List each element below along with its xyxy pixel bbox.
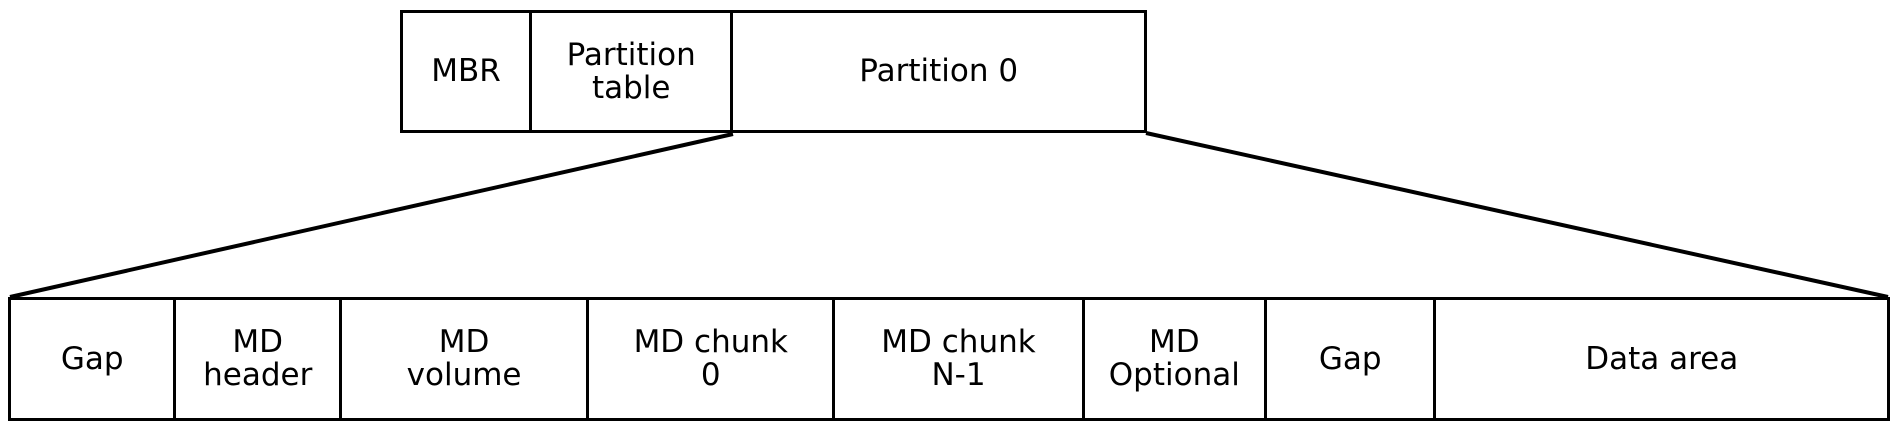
cell-md-volume: MD volume: [341, 300, 590, 418]
cell-md-optional: MD Optional: [1084, 300, 1268, 418]
expansion-line-right: [1145, 131, 1889, 299]
cell-data-area: Data area: [1436, 300, 1887, 418]
disk-layout-row: MBR Partition table Partition 0: [400, 10, 1147, 133]
cell-md-header: MD header: [176, 300, 342, 418]
partition-0-detail-row: Gap MD header MD volume MD chunk 0 MD ch…: [8, 297, 1890, 421]
cell-md-chunk-n-1: MD chunk N-1: [835, 300, 1085, 418]
expansion-line-left: [9, 132, 734, 299]
cell-gap-trailing: Gap: [1267, 300, 1437, 418]
cell-md-chunk-0: MD chunk 0: [589, 300, 836, 418]
cell-partition-0: Partition 0: [733, 13, 1144, 130]
cell-gap-leading: Gap: [11, 300, 177, 418]
cell-partition-table: Partition table: [532, 13, 734, 130]
cell-mbr: MBR: [403, 13, 532, 130]
